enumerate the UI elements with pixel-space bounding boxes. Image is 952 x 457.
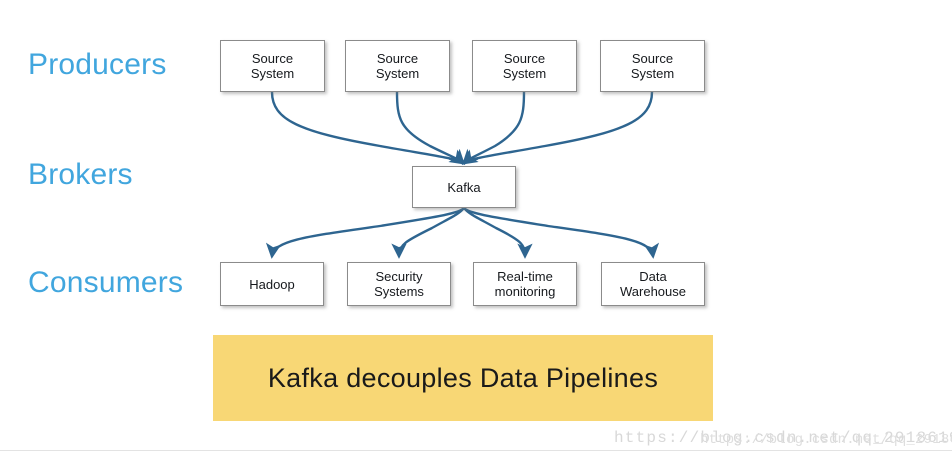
arrow-producer-3-to-broker [461, 90, 654, 165]
arrow-broker-to-consumer-0 [265, 207, 465, 259]
arrow-broker-to-consumer-2 [463, 207, 533, 259]
summary-banner: Kafka decouples Data Pipelines [213, 335, 713, 421]
arrow-producer-2-to-broker [461, 90, 526, 166]
consumer-node-hadoop[interactable]: Hadoop [220, 262, 324, 306]
producer-node-source-system-4[interactable]: Source System [600, 40, 705, 92]
watermark-primary: https://blog.csdn.net/qq_29186199 [614, 429, 952, 447]
arrow-producer-1-to-broker [395, 90, 466, 166]
arrow-broker-to-consumer-3 [463, 207, 660, 259]
row-label-brokers: Brokers [28, 158, 133, 191]
producer-node-source-system-2[interactable]: Source System [345, 40, 450, 92]
producer-node-source-system-1[interactable]: Source System [220, 40, 325, 92]
arrow-producer-0-to-broker [270, 90, 466, 165]
row-label-producers: Producers [28, 48, 167, 81]
consumer-node-security-systems[interactable]: Security Systems [347, 262, 451, 306]
producer-node-source-system-3[interactable]: Source System [472, 40, 577, 92]
consumer-node-data-warehouse[interactable]: Data Warehouse [601, 262, 705, 306]
watermark-secondary: https://blog.csdn.net/qq_29186199 [700, 432, 952, 448]
row-label-consumers: Consumers [28, 266, 184, 299]
broker-node-kafka[interactable]: Kafka [412, 166, 516, 208]
arrow-broker-to-consumer-1 [391, 207, 465, 259]
bottom-divider [0, 450, 952, 451]
consumer-node-real-time-monitoring[interactable]: Real-time monitoring [473, 262, 577, 306]
